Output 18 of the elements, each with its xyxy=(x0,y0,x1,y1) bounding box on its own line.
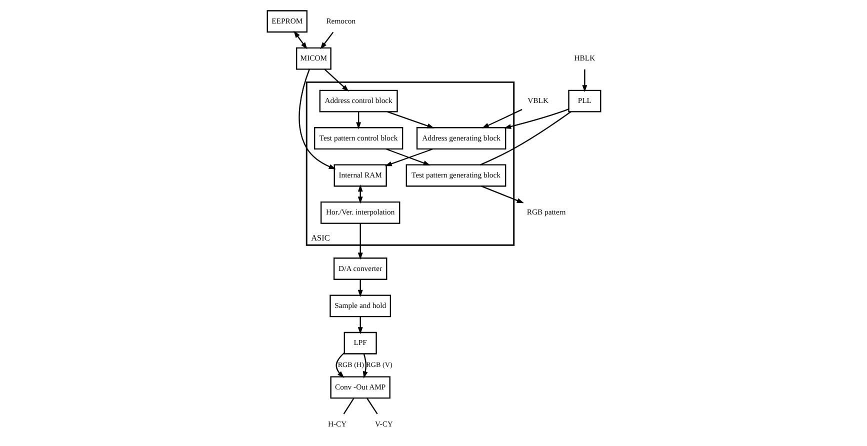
arrow xyxy=(320,32,334,50)
arrow xyxy=(324,68,348,92)
connector xyxy=(366,398,378,414)
arrow xyxy=(481,108,522,128)
arrow xyxy=(356,112,361,130)
arrow xyxy=(298,69,336,170)
arrow xyxy=(386,111,434,128)
arrow xyxy=(357,280,362,298)
arrow xyxy=(335,352,344,378)
arrow xyxy=(480,186,524,204)
arrow xyxy=(362,354,368,378)
arrow xyxy=(503,108,568,129)
arrow xyxy=(582,69,587,92)
arrow xyxy=(357,223,362,260)
arrow xyxy=(293,30,307,50)
connector xyxy=(342,398,354,414)
arrow xyxy=(357,316,362,334)
connector xyxy=(480,111,571,166)
